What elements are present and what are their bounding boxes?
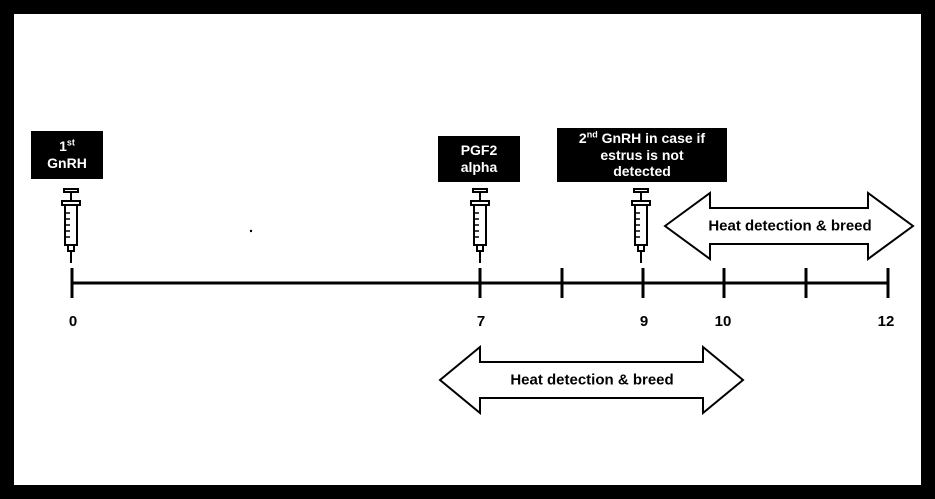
second-gnrh-line3: detected <box>613 163 671 180</box>
stray-dot <box>249 229 253 233</box>
first-gnrh-label: 1st GnRH <box>31 131 103 179</box>
heat-detection-text-lower: Heat detection & breed <box>510 371 674 389</box>
tick-label-7: 7 <box>476 313 486 330</box>
syringe-icon <box>631 188 651 264</box>
pgf2-line1: PGF2 <box>460 142 498 159</box>
first-gnrh-line1: 1st <box>59 138 75 155</box>
pgf2-label: PGF2 alpha <box>438 136 520 182</box>
heat-detection-arrow-lower <box>438 344 745 416</box>
heat-detection-arrow-upper <box>663 191 915 261</box>
first-gnrh-text: GnRH <box>47 155 87 171</box>
second-gnrh-line2: estrus is not <box>600 146 684 163</box>
tick-label-12: 12 <box>877 313 895 330</box>
second-gnrh-sup: nd <box>586 129 598 140</box>
first-gnrh-ordinal: 1 <box>59 138 67 155</box>
second-gnrh-label: 2nd GnRH in case if estrus is not detect… <box>557 128 727 182</box>
second-gnrh-line1-rest: GnRH in case if <box>597 129 706 146</box>
second-gnrh-ordinal: 2 <box>578 129 587 146</box>
diagram-frame <box>14 14 921 485</box>
heat-detection-text-upper: Heat detection & breed <box>708 217 872 235</box>
tick-label-9: 9 <box>639 313 649 330</box>
pgf2-line2: alpha <box>460 159 498 175</box>
syringe-icon <box>61 188 81 264</box>
syringe-icon <box>470 188 490 264</box>
tick-label-0: 0 <box>68 313 78 330</box>
first-gnrh-sup: st <box>66 137 75 148</box>
tick-label-10: 10 <box>714 313 732 330</box>
second-gnrh-line1: 2nd GnRH in case if <box>579 130 705 147</box>
